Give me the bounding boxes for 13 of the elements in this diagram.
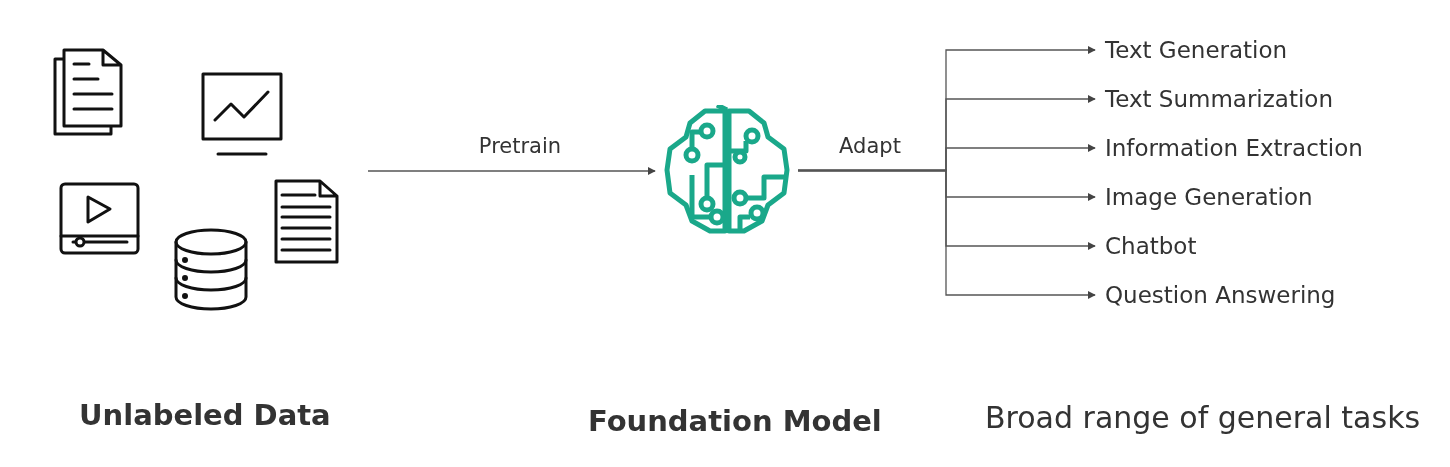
task-label: Text Summarization [1105, 85, 1333, 113]
arrow [367, 167, 656, 175]
caption: Unlabeled Data [79, 397, 331, 433]
task-label: Text Generation [1105, 36, 1288, 64]
task-label: Question Answering [1105, 281, 1336, 309]
caption: Broad range of general tasks [985, 400, 1421, 436]
task-label: Information Extraction [1105, 134, 1363, 162]
task-label: Chatbot [1105, 232, 1197, 260]
arrow [797, 169, 1096, 299]
edge-label: Adapt [839, 133, 901, 159]
task-label: Image Generation [1105, 183, 1313, 211]
edge-label: Pretrain [478, 133, 562, 159]
caption: Foundation Model [588, 403, 882, 439]
